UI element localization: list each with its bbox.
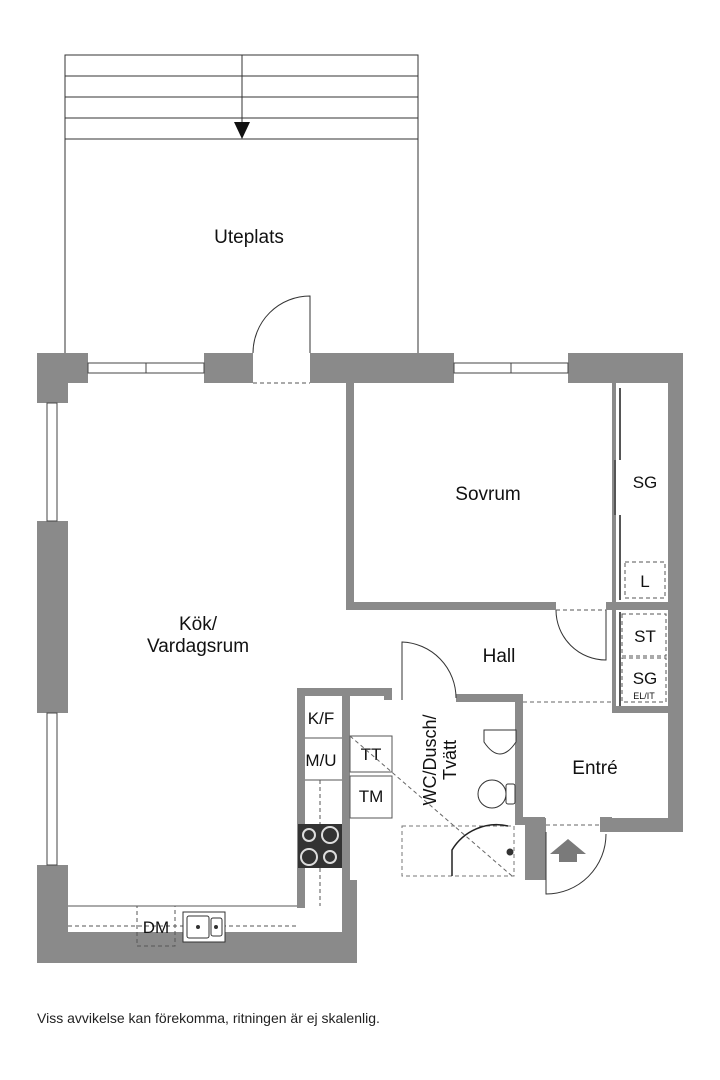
entrance-door-opening [546,817,600,832]
bedroom-wardrobe [614,388,666,600]
interior-walls [297,383,668,908]
entrance-arrow-icon [550,839,586,862]
l-label: L [640,572,649,591]
stove-icon [298,824,342,868]
tt-label: TT [361,745,382,764]
el-it-label: EL/IT [633,691,655,701]
bedroom-door-swing [555,609,607,661]
sg-bedroom-label: SG [633,473,658,492]
hall-label: Hall [483,646,516,667]
tm-label: TM [359,787,384,806]
st-label: ST [634,627,656,646]
kf-label: K/F [308,709,334,728]
wc-label: WC/Dusch/ Tvätt [420,714,460,805]
disclaimer-note: Viss avvikelse kan förekomma, ritningen … [37,1010,380,1026]
bathroom-door-opening [392,688,456,702]
kok-label-line2: Vardagsrum [147,636,249,657]
laundry-machines [349,735,393,819]
window-west-lower [37,712,68,866]
kok-label-line1: Kök/ [179,614,218,635]
entrance-door-swing [545,832,607,895]
hall-closets [619,612,667,706]
terrace-door-opening [253,353,310,383]
terrace-arrow-icon [234,122,250,139]
sg-hall-label: SG [633,669,658,688]
washbasin-icon [483,729,517,755]
uteplats-label: Uteplats [214,227,284,248]
terrace-door-swing [252,295,311,354]
terrace [64,54,419,356]
window-west-upper [37,402,68,522]
dm-label: DM [143,918,169,937]
toilet-icon [477,779,507,809]
window-north-bedroom [453,353,569,383]
wc-label-line1: WC/Dusch/ [420,714,440,805]
window-north-kitchen [87,353,205,383]
bedroom-door-opening [556,602,606,610]
bathroom-fixtures [349,729,517,877]
sink-icon [182,911,226,943]
sovrum-label: Sovrum [455,484,520,505]
entre-label: Entré [572,758,617,779]
bathroom-door-swing [401,641,457,700]
wc-label-line2: Tvätt [440,740,460,780]
mu-label: M/U [305,751,336,770]
